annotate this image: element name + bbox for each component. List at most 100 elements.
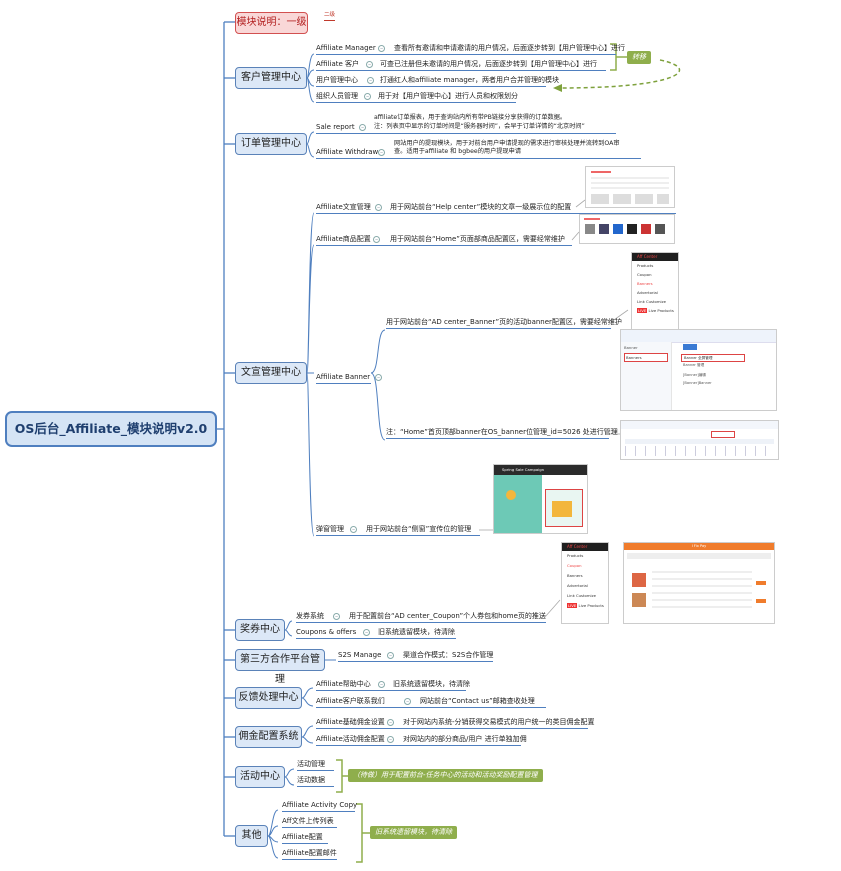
tree-item-selected: Banners [624,353,668,362]
item-product-config[interactable]: Affiliate商品配置 [316,235,572,246]
item-activity-commission[interactable]: Affiliate活动佣金配置 [316,735,521,746]
item-org-staff[interactable]: 组织人员管理 [316,92,516,103]
node-order-center[interactable]: 订单管理中心 [235,133,307,155]
menu-item-coupon: Coupon [567,563,582,568]
menu-header: Aff Center [562,543,608,551]
item-affiliate-banner[interactable]: Affiliate Banner [316,373,371,384]
collapse-icon[interactable]: − [378,149,385,156]
menu-item-products: Products [637,263,654,268]
callout-other: 旧系统遗留模块，待清除 [370,826,457,839]
desc-popup: 用于网站前台“侧窗”宣传位的管理 [366,525,472,533]
menu-item-banners: Banners [637,281,653,286]
item-activity-data[interactable]: 活动数据 [297,776,334,787]
collapse-icon[interactable]: − [364,93,371,100]
callout-activity: （待做）用于配置前台-任务中心的活动和活动奖励配置管理 [348,769,543,782]
thumbnail-aff-menu: Aff Center Products Coupon Banners Adver… [631,252,679,330]
legend-level1[interactable]: 模块说明：一级 [235,12,308,34]
desc-contact-us: 网站前台“Contact us”邮箱查收处理 [420,697,535,705]
menu-item-link: Link Customize [637,299,666,304]
node-activity-center[interactable]: 活动中心 [235,766,285,788]
tree-item: [Banner]编辑 [683,373,706,377]
desc-s2s-manage: 渠道合作模式：S2S合作管理 [403,651,494,659]
menu-item-coupon: Coupon [637,272,652,277]
collapse-icon[interactable]: − [366,61,373,68]
popup-title: Spring Sale Campaign [494,465,587,475]
item-article[interactable]: Affiliate文宣管理 [316,203,676,214]
desc-sale-report: affiliate订单报表，用于查询站内所有带PB链接分享获得的订单数据。 [374,114,567,121]
thumbnail-coupon-page: I Fix Pay [623,542,775,624]
collapse-icon[interactable]: − [378,45,385,52]
collapse-icon[interactable]: − [387,652,394,659]
item-activity-manage[interactable]: 活动管理 [297,760,334,771]
collapse-icon[interactable]: − [387,719,394,726]
collapse-icon[interactable]: − [373,236,380,243]
collapse-icon[interactable]: − [359,124,366,131]
desc-help-center: 旧系统遗留模块，待清除 [393,680,470,688]
item-s2s-manage[interactable]: S2S Manage [338,651,493,662]
coupon-header: I Fix Pay [624,543,774,550]
desc-withdraw-2: 查。适用于affiliate 和 bgbee的用户提现申请 [394,148,522,155]
node-customer-center[interactable]: 客户管理中心 [235,67,307,89]
tree-item: [Banner]Banner [683,381,712,385]
collapse-icon[interactable]: − [378,681,385,688]
desc-org-staff: 用于对【用户管理中心】进行人员和权限划分 [378,92,518,100]
node-commission[interactable]: 佣金配置系统 [235,726,302,748]
item-file-upload[interactable]: Aff文件上传列表 [282,817,337,828]
menu-item-link: Link Customize [567,593,596,598]
desc-affiliate-manager: 查看所有邀请和申请邀请的用户情况，后面逐步转到【用户管理中心】进行 [394,44,625,52]
item-activity-copy[interactable]: Affiliate Activity Copy [282,801,357,812]
thumbnail-products [579,214,675,244]
desc-coupons-offers: 旧系统遗留模块，待清除 [378,628,455,636]
collapse-icon[interactable]: − [375,204,382,211]
menu-item-advertorial: Advertorial [637,290,658,295]
tree-item: Banner [624,345,638,350]
root-node[interactable]: OS后台_Affiliate_模块说明v2.0 [5,411,217,447]
item-user-center[interactable]: 用户管理中心 [316,76,546,87]
thumbnail-help-center [585,166,675,208]
desc-banner: 用于网站前台“AD center_Banner”页的活动banner配置区，需要… [386,318,622,329]
item-affiliate-customer[interactable]: Affiliate 客户 [316,60,606,71]
legend-level2: 二级 [324,11,336,21]
item-config-mail[interactable]: Affiliate配置邮件 [282,849,337,860]
menu-item-products: Products [567,553,584,558]
node-feedback-center[interactable]: 反馈处理中心 [235,687,302,709]
item-base-commission[interactable]: Affiliate基础佣金设置 [316,718,588,729]
collapse-icon[interactable]: − [367,77,374,84]
thumbnail-popup: Spring Sale Campaign [493,464,588,534]
collapse-icon[interactable]: − [375,374,382,381]
tree-item: Banner 全屏管理 [681,354,745,362]
desc-article: 用于网站前台“Help center”模块的文章一级展示位的配置 [390,203,572,211]
item-popup[interactable]: 弹窗管理 [316,525,480,536]
desc-base-commission: 对于网站内系统-分销获得交易模式的用户统一的类目佣金配置 [403,718,595,726]
node-promo-center[interactable]: 文宣管理中心 [235,362,307,384]
menu-item-advertorial: Advertorial [567,583,588,588]
desc-banner-note: 注：“Home”首页顶部banner在OS_banner位管理_id=5026 … [386,428,618,439]
desc-affiliate-customer: 可查已注册但未邀请的用户情况，后面逐步转到【用户管理中心】进行 [380,60,597,68]
item-affiliate-manager[interactable]: Affiliate Manager [316,44,616,55]
desc-withdraw: 网站用户的提现模块，用于对前台用户申请提现的需求进行审核处理并流转到OA审 [394,140,620,147]
item-coupons-offers[interactable]: Coupons & offers [296,628,456,639]
collapse-icon[interactable]: − [387,736,394,743]
desc-sale-report-note: 注：列表页中显示的订单时间是“服务器时间”，会早于订单详情的“北京时间” [374,123,585,130]
collapse-icon[interactable]: − [363,629,370,636]
node-third-party[interactable]: 第三方合作平台管理 [235,649,325,685]
node-other[interactable]: 其他 [235,825,268,847]
item-sale-report[interactable]: Sale report [316,123,616,134]
collapse-icon[interactable]: − [333,613,340,620]
tree-item: Banner 管理 [683,363,705,367]
collapse-icon[interactable]: − [404,698,411,705]
node-coupon-center[interactable]: 奖券中心 [235,619,285,641]
thumbnail-coupon-menu: Aff Center Products Coupon Banners Adver… [561,542,609,624]
menu-item-live: LIVE Live Products [637,308,674,313]
item-affiliate-config[interactable]: Affiliate配置 [282,833,328,844]
item-withdraw[interactable]: Affiliate Withdraw [316,148,641,159]
item-help-center[interactable]: Affiliate帮助中心 [316,680,466,691]
desc-user-center: 打通红人和affiliate manager，两者用户合并管理的模块 [380,76,559,84]
callout-transfer: 转移 [627,51,651,64]
item-coupon-system[interactable]: 发券系统 [296,612,546,623]
menu-item-live: LIVE Live Products [567,603,604,608]
collapse-icon[interactable]: − [350,526,357,533]
item-contact-us[interactable]: Affiliate客户联系我们 [316,697,546,708]
menu-item-banners: Banners [567,573,583,578]
